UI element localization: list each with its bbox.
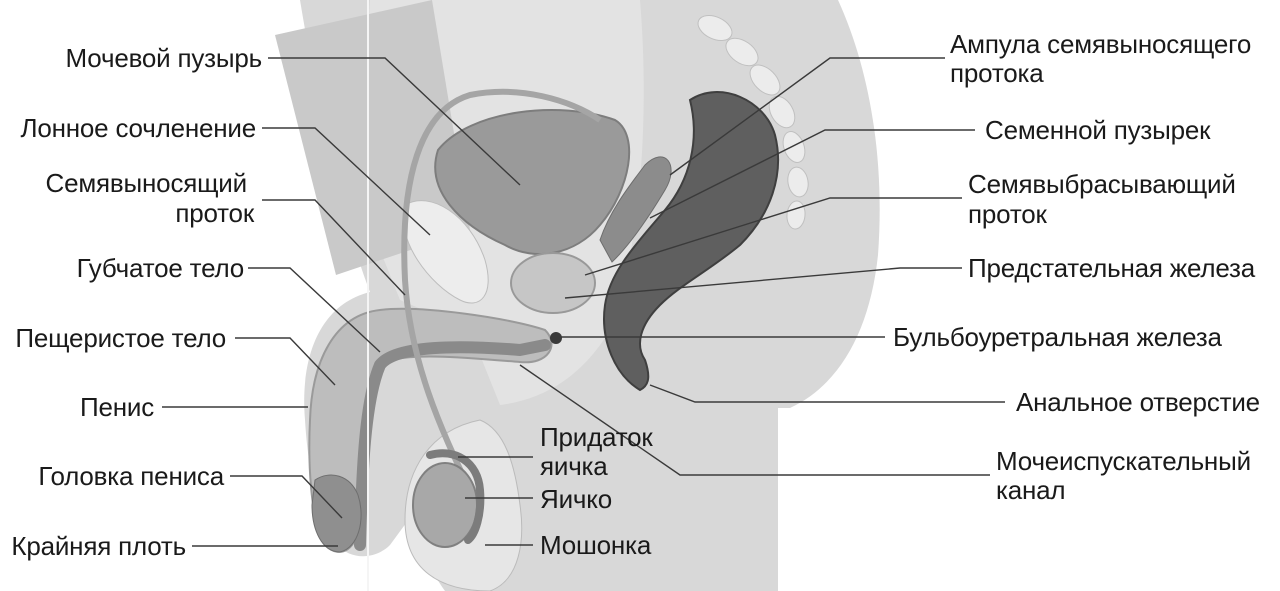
epididymis	[426, 449, 485, 544]
label-penis: Пенис	[80, 392, 154, 422]
leader-vas-deferens	[262, 199, 406, 296]
leader-spongy-body	[248, 267, 381, 353]
label-prostate: Предстательная железа	[968, 253, 1256, 283]
leader-lines	[162, 57, 1005, 547]
labels-right: Ампула семявыносящего протока Семенной п…	[893, 29, 1260, 505]
leader-seminal-vesicle	[649, 129, 975, 219]
label-epididymis: Придаток яичка	[540, 422, 660, 481]
leader-pubic-symphysis	[262, 127, 431, 236]
labels-center: Придаток яичка Яичко Мошонка	[540, 422, 660, 560]
label-testis: Яичко	[540, 484, 612, 514]
glans	[311, 474, 362, 553]
vas-deferens-tube	[401, 88, 602, 502]
leader-ejaculatory-duct	[584, 197, 962, 276]
spine	[697, 14, 809, 230]
label-vas-deferens: Семявыносящий проток	[46, 168, 255, 228]
label-bladder: Мочевой пузырь	[66, 43, 262, 73]
label-ejaculatory-duct: Семявыбрасывающий проток	[968, 169, 1243, 229]
leader-prostate	[564, 267, 962, 299]
bulbourethral-gland	[550, 332, 562, 344]
testis	[412, 462, 478, 548]
leader-anus	[649, 384, 1005, 403]
label-ampulla: Ампула семявыносящего протока	[950, 29, 1258, 88]
leader-bladder	[268, 57, 521, 186]
labels-left: Мочевой пузырь Лонное сочленение Семявын…	[11, 43, 262, 561]
label-seminal-vesicle: Семенной пузырек	[985, 115, 1211, 145]
label-foreskin: Крайняя плоть	[11, 531, 186, 561]
urethra-band	[354, 339, 551, 551]
label-bulbourethral: Бульбоуретральная железа	[893, 322, 1222, 352]
label-anus: Анальное отверстие	[1016, 387, 1260, 417]
leader-cavernous-body	[235, 337, 336, 386]
label-urethra: Мочеиспускательный канал	[996, 446, 1258, 505]
pubic-bone	[402, 200, 489, 304]
leader-glans	[230, 475, 343, 519]
label-pubic-symphysis: Лонное сочленение	[20, 113, 256, 143]
label-glans: Головка пениса	[38, 461, 224, 491]
label-cavernous-body: Пещеристое тело	[15, 323, 226, 353]
label-scrotum: Мошонка	[540, 530, 652, 560]
bladder	[434, 109, 631, 256]
prostate	[510, 252, 596, 314]
leader-urethra	[519, 364, 990, 476]
label-spongy-body: Губчатое тело	[77, 253, 244, 283]
seminal-vesicle	[599, 156, 672, 263]
leader-ampulla	[669, 57, 945, 176]
